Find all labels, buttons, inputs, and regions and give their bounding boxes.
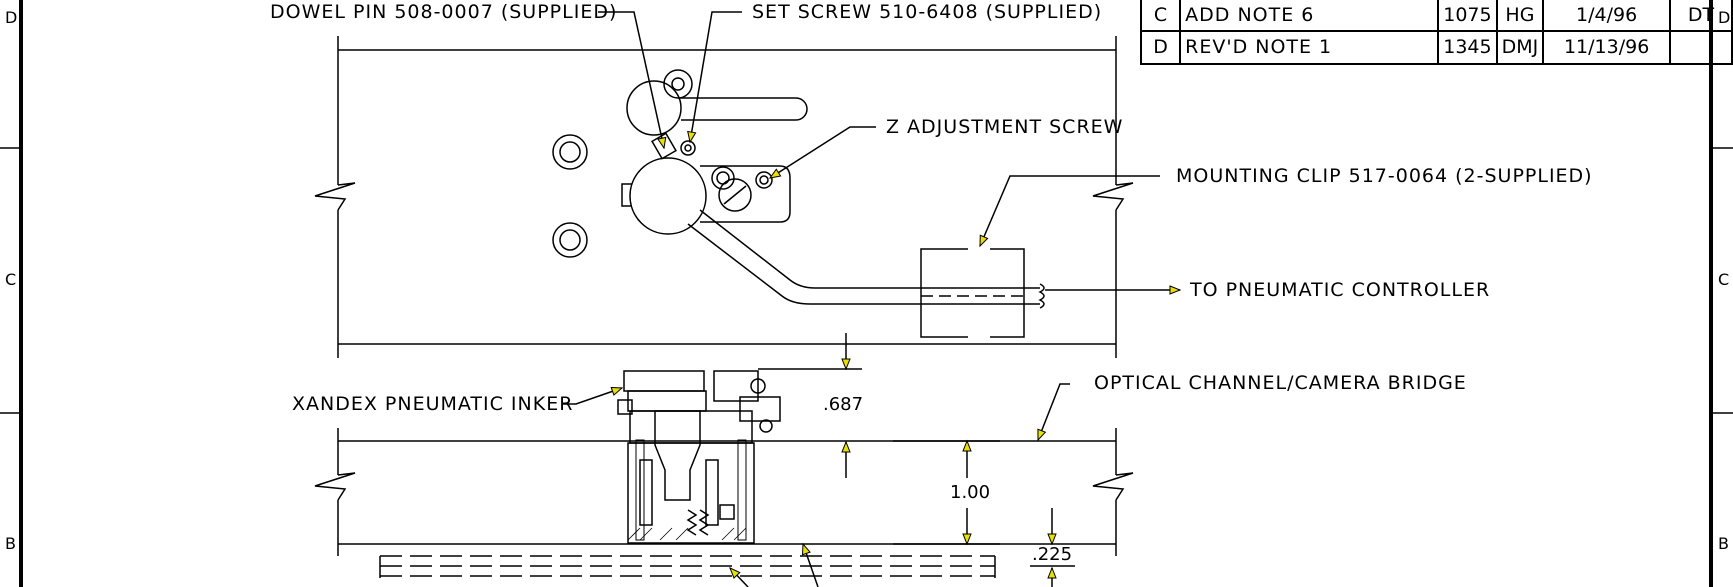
inker-body-top xyxy=(621,132,791,235)
rev-approved: DT xyxy=(1669,0,1733,32)
rev-ecn: 1345 xyxy=(1437,30,1498,65)
z-adjust-leader xyxy=(768,126,876,179)
z-adjustment-label: Z ADJUSTMENT SCREW xyxy=(886,116,1124,138)
set-screw-label: SET SCREW 510-6408 (SUPPLIED) xyxy=(752,1,1103,23)
optical-channel-label: OPTICAL CHANNEL/CAMERA BRIDGE xyxy=(1094,372,1467,394)
optical-channel-leader xyxy=(1037,383,1070,442)
rail-leader-1 xyxy=(729,567,749,587)
mount-hole-top xyxy=(552,134,588,170)
dimension-100 xyxy=(893,439,1000,546)
side-view-bridge xyxy=(314,428,1134,556)
rev-description: ADD NOTE 6 xyxy=(1179,0,1440,32)
rev-letter: D xyxy=(1139,30,1182,65)
zone-left-b: B xyxy=(5,534,16,553)
mounting-clip-leader xyxy=(979,175,1160,248)
top-view-plate xyxy=(314,36,1134,358)
revision-table: C ADD NOTE 6 1075 HG 1/4/96 DT D REV'D N… xyxy=(1139,0,1733,65)
revision-row: C ADD NOTE 6 1075 HG 1/4/96 DT xyxy=(1139,0,1733,32)
dimension-225 xyxy=(1030,508,1075,587)
dimension-687-value: .687 xyxy=(823,394,864,415)
rev-letter: C xyxy=(1139,0,1182,32)
inker-leader xyxy=(562,386,624,405)
zone-left-c: C xyxy=(5,270,17,289)
zone-left-d: D xyxy=(5,8,18,27)
rev-description: REV'D NOTE 1 xyxy=(1179,30,1440,65)
dowel-pin-leader xyxy=(598,11,667,150)
rev-date: 1/4/96 xyxy=(1542,0,1672,32)
zone-right-c: C xyxy=(1718,270,1730,289)
dimension-100-value: 1.00 xyxy=(950,482,991,503)
revision-row: D REV'D NOTE 1 1345 DMJ 11/13/96 xyxy=(1139,30,1733,65)
rail-leader-2 xyxy=(801,542,819,587)
inker-label: XANDEX PNEUMATIC INKER xyxy=(292,393,574,415)
mounting-clip-label: MOUNTING CLIP 517-0064 (2-SUPPLIED) xyxy=(1176,165,1593,187)
dimension-687 xyxy=(758,333,862,478)
set-screw-leader xyxy=(687,11,742,144)
dowel-pin-label: DOWEL PIN 508-0007 (SUPPLIED) xyxy=(270,1,618,23)
zone-right-b: B xyxy=(1718,534,1729,553)
inker-side-section xyxy=(617,370,781,544)
mount-hole-bottom xyxy=(552,222,588,258)
dimension-225-value: .225 xyxy=(1032,544,1073,565)
rev-date: 11/13/96 xyxy=(1542,30,1672,65)
mounting-clip-outline xyxy=(920,247,1025,339)
rev-approved xyxy=(1669,30,1733,65)
pneumatic-controller-label: TO PNEUMATIC CONTROLLER xyxy=(1190,279,1491,301)
rev-by: DMJ xyxy=(1495,30,1545,65)
pneumatic-tubing xyxy=(687,209,1045,309)
rev-by: HG xyxy=(1495,0,1545,32)
lever-arm xyxy=(626,69,808,136)
camera-rail-dashed xyxy=(380,555,995,577)
rev-ecn: 1075 xyxy=(1437,0,1498,32)
